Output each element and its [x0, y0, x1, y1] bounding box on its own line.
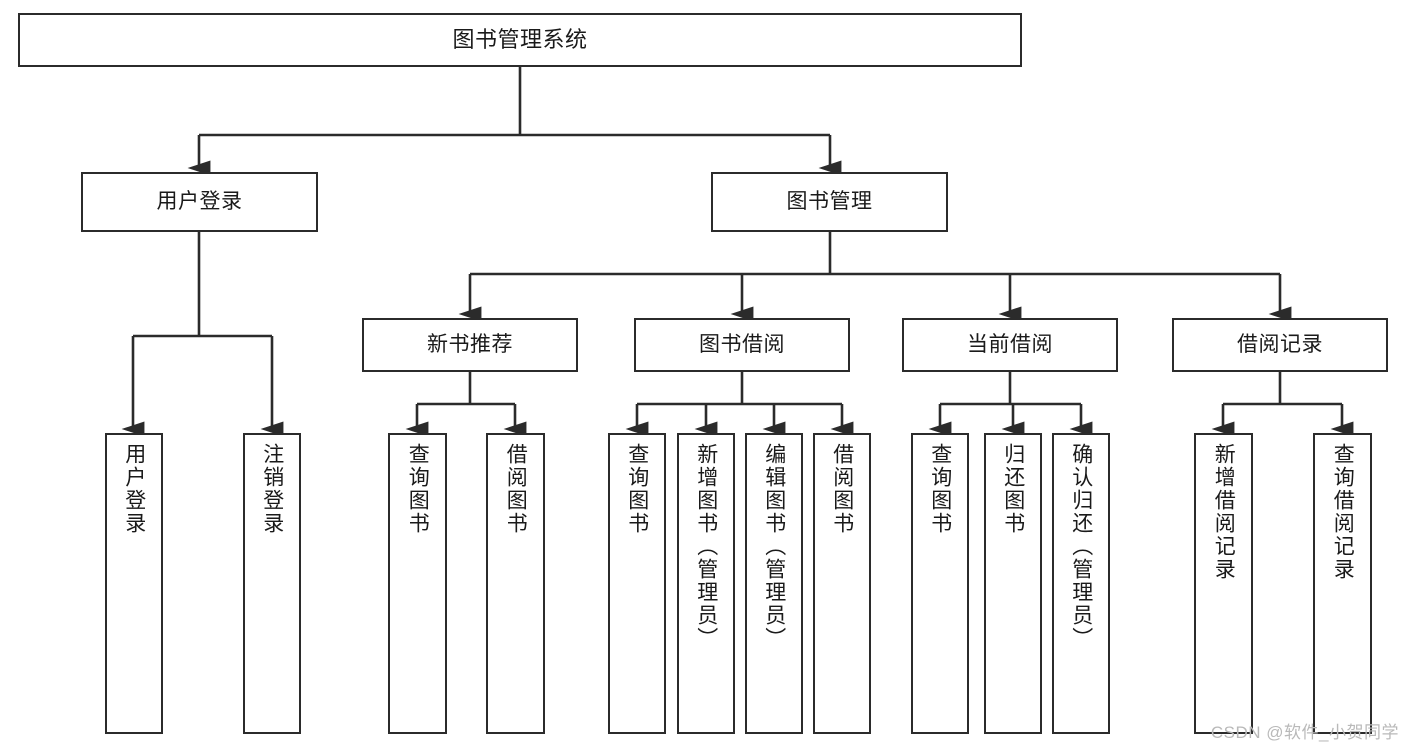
- node-book-management-label: 图书管理: [786, 189, 873, 213]
- leaf-add-borrow-record-label: 新增借阅记录: [1212, 443, 1236, 581]
- leaf-query-book-current[interactable]: 查询图书: [911, 433, 969, 734]
- leaf-return-book[interactable]: 归还图书: [984, 433, 1042, 734]
- leaf-query-book-borrow[interactable]: 查询图书: [608, 433, 666, 734]
- node-book-borrow-label: 图书借阅: [699, 332, 785, 356]
- node-current-borrow-label: 当前借阅: [967, 332, 1053, 356]
- leaf-logout-label: 注销登录: [260, 443, 284, 535]
- node-user-login[interactable]: 用户登录: [81, 172, 318, 232]
- leaf-user-login-label: 用户登录: [122, 443, 146, 535]
- leaf-query-borrow-record-label: 查询借阅记录: [1331, 443, 1355, 581]
- node-root-label: 图书管理系统: [452, 27, 588, 53]
- node-current-borrow[interactable]: 当前借阅: [902, 318, 1118, 372]
- leaf-add-book-admin[interactable]: 新增图书（管理员）: [677, 433, 735, 734]
- node-new-book-recommend[interactable]: 新书推荐: [362, 318, 578, 372]
- node-user-login-label: 用户登录: [156, 189, 243, 213]
- leaf-return-book-label: 归还图书: [1001, 443, 1025, 535]
- leaf-query-book-recommend[interactable]: 查询图书: [388, 433, 447, 734]
- leaf-confirm-return-admin[interactable]: 确认归还（管理员）: [1052, 433, 1110, 734]
- leaf-add-book-admin-label: 新增图书（管理员）: [694, 443, 718, 650]
- leaf-borrow-book-recommend[interactable]: 借阅图书: [486, 433, 545, 734]
- node-borrow-record[interactable]: 借阅记录: [1172, 318, 1388, 372]
- node-book-borrow[interactable]: 图书借阅: [634, 318, 850, 372]
- leaf-borrow-book-recommend-label: 借阅图书: [504, 443, 528, 535]
- leaf-borrow-book-label: 借阅图书: [830, 443, 854, 535]
- leaf-edit-book-admin-label: 编辑图书（管理员）: [762, 443, 786, 650]
- leaf-query-book-current-label: 查询图书: [928, 443, 952, 535]
- node-book-management[interactable]: 图书管理: [711, 172, 948, 232]
- node-new-book-recommend-label: 新书推荐: [427, 332, 513, 356]
- node-borrow-record-label: 借阅记录: [1237, 332, 1323, 356]
- leaf-query-book-recommend-label: 查询图书: [406, 443, 430, 535]
- leaf-user-login[interactable]: 用户登录: [105, 433, 163, 734]
- leaf-edit-book-admin[interactable]: 编辑图书（管理员）: [745, 433, 803, 734]
- leaf-query-borrow-record[interactable]: 查询借阅记录: [1313, 433, 1372, 734]
- leaf-add-borrow-record[interactable]: 新增借阅记录: [1194, 433, 1253, 734]
- leaf-confirm-return-admin-label: 确认归还（管理员）: [1069, 443, 1093, 650]
- csdn-watermark: CSDN @软件_小贺同学: [1210, 723, 1399, 742]
- leaf-query-book-borrow-label: 查询图书: [625, 443, 649, 535]
- node-root-system[interactable]: 图书管理系统: [18, 13, 1022, 67]
- leaf-logout[interactable]: 注销登录: [243, 433, 301, 734]
- leaf-borrow-book[interactable]: 借阅图书: [813, 433, 871, 734]
